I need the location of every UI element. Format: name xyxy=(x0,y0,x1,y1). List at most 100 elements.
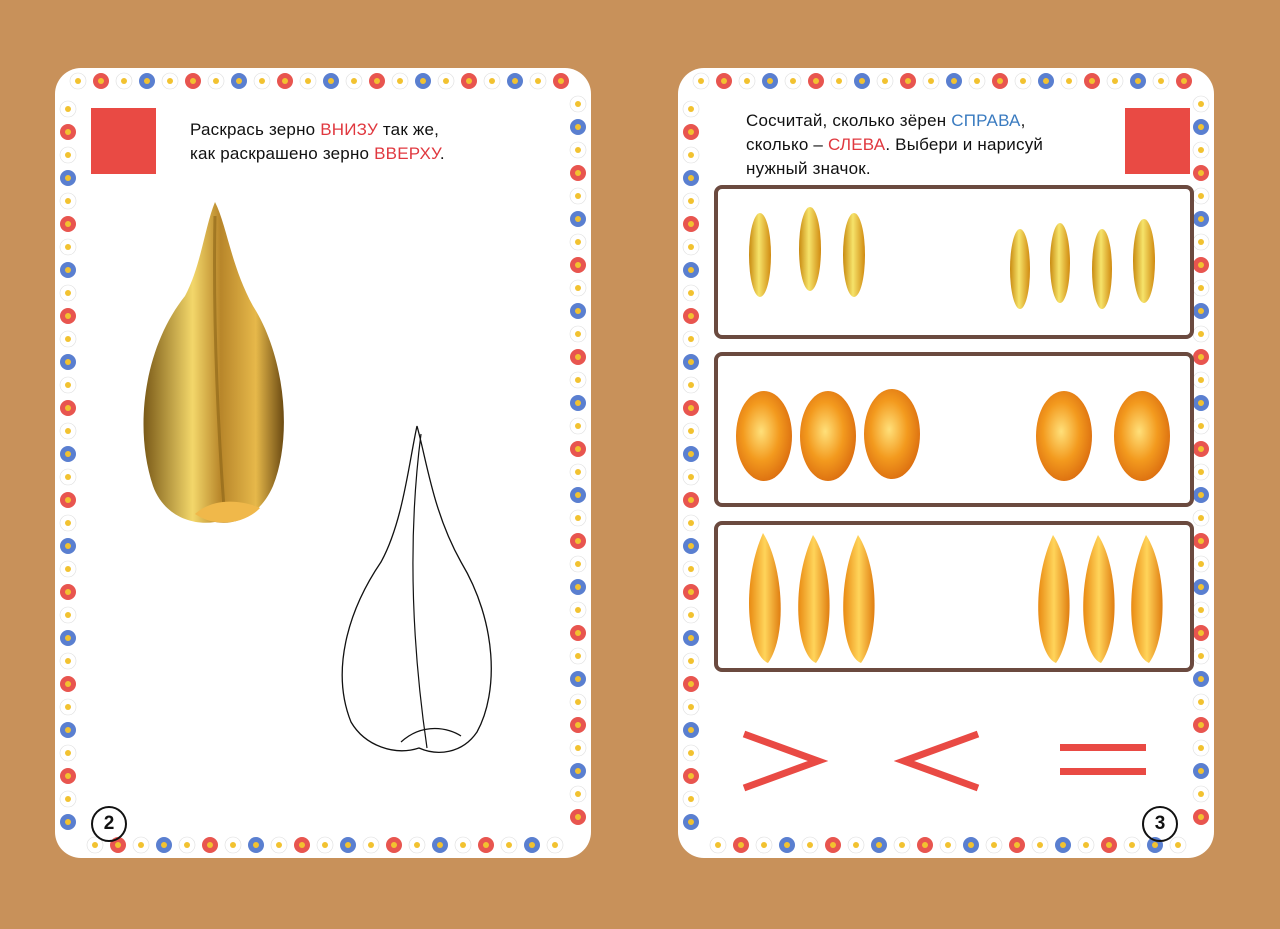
flower-icon xyxy=(683,676,699,692)
flower-icon xyxy=(569,233,587,251)
flower-icon xyxy=(59,744,77,762)
flower-icon xyxy=(569,785,587,803)
flower-icon xyxy=(683,630,699,646)
flower-icon xyxy=(1038,73,1054,89)
flower-icon xyxy=(437,72,455,90)
flower-icon xyxy=(60,354,76,370)
flower-icon xyxy=(60,400,76,416)
flower-icon xyxy=(716,73,732,89)
flower-icon xyxy=(569,141,587,159)
flower-icon xyxy=(59,100,77,118)
slender-yellow-grain-icon xyxy=(749,207,1155,309)
flower-icon xyxy=(1193,533,1209,549)
flower-icon xyxy=(59,238,77,256)
long-orange-grain-icon xyxy=(749,533,1163,663)
left-page-content: Раскрась зерно ВНИЗУ так же, как раскраш… xyxy=(79,92,567,842)
flower-icon xyxy=(1060,72,1078,90)
flower-icon xyxy=(569,417,587,435)
instruction-text: как раскрашено зерно xyxy=(190,144,375,163)
flower-icon xyxy=(682,238,700,256)
flower-icon xyxy=(60,446,76,462)
flower-icon xyxy=(1106,72,1124,90)
flower-icon xyxy=(871,837,887,853)
greater-than-icon[interactable] xyxy=(738,728,828,794)
flower-icon xyxy=(60,584,76,600)
grain-row-2-art xyxy=(736,389,1170,481)
flower-icon xyxy=(1193,395,1209,411)
flower-icon xyxy=(461,73,477,89)
flower-icon xyxy=(202,837,218,853)
flower-icon xyxy=(93,73,109,89)
flower-icon xyxy=(1031,836,1049,854)
flower-icon xyxy=(454,836,472,854)
flower-icon xyxy=(1193,303,1209,319)
flower-icon xyxy=(1192,509,1210,527)
flower-icon xyxy=(569,601,587,619)
flower-icon xyxy=(1193,211,1209,227)
flower-icon xyxy=(60,216,76,232)
flower-icon xyxy=(59,606,77,624)
flower-icon xyxy=(1193,579,1209,595)
flower-icon xyxy=(682,744,700,762)
flower-icon xyxy=(1192,417,1210,435)
flower-icon xyxy=(682,284,700,302)
flower-icon xyxy=(570,763,586,779)
flower-icon xyxy=(683,400,699,416)
flower-icon xyxy=(692,72,710,90)
flower-icon xyxy=(570,671,586,687)
instruction-highlight: ВВЕРХУ xyxy=(374,144,440,163)
flower-icon xyxy=(270,836,288,854)
less-than-icon[interactable] xyxy=(894,728,984,794)
flower-icon xyxy=(415,73,431,89)
flower-icon xyxy=(248,837,264,853)
flower-icon xyxy=(340,837,356,853)
red-square-marker xyxy=(91,108,156,174)
left-instruction: Раскрась зерно ВНИЗУ так же, как раскраш… xyxy=(190,118,445,166)
instruction-text: Сосчитай, сколько зёрен xyxy=(746,111,952,130)
flower-icon xyxy=(59,284,77,302)
flower-icon xyxy=(808,73,824,89)
flower-icon xyxy=(1192,647,1210,665)
outline-grain-icon[interactable] xyxy=(337,422,502,757)
flower-icon xyxy=(682,514,700,532)
flower-icon xyxy=(682,192,700,210)
flower-icon xyxy=(683,124,699,140)
left-page: Раскрась зерно ВНИЗУ так же, как раскраш… xyxy=(55,68,591,858)
flower-icon xyxy=(1192,141,1210,159)
flower-icon xyxy=(569,95,587,113)
flower-icon xyxy=(1193,349,1209,365)
flower-icon xyxy=(709,836,727,854)
flower-icon xyxy=(60,124,76,140)
equals-icon[interactable] xyxy=(1058,738,1148,784)
flower-icon xyxy=(963,837,979,853)
flower-icon xyxy=(570,717,586,733)
flower-icon xyxy=(682,698,700,716)
instruction-text: Раскрась зерно xyxy=(190,120,321,139)
flower-icon xyxy=(683,584,699,600)
instruction-text: сколько – xyxy=(746,135,828,154)
flower-icon xyxy=(1101,837,1117,853)
flower-icon xyxy=(1192,601,1210,619)
flower-icon xyxy=(570,441,586,457)
grain-row-3-art xyxy=(749,533,1163,663)
flower-icon xyxy=(59,192,77,210)
page-number: 3 xyxy=(1142,806,1178,842)
flower-icon xyxy=(900,73,916,89)
colored-grain-icon xyxy=(143,202,284,523)
flower-icon xyxy=(946,73,962,89)
flower-icon xyxy=(1077,836,1095,854)
flower-icon xyxy=(939,836,957,854)
flower-icon xyxy=(500,836,518,854)
flower-icon xyxy=(682,330,700,348)
flower-icon xyxy=(231,73,247,89)
flower-icon xyxy=(992,73,1008,89)
flower-icon xyxy=(478,837,494,853)
flower-icon xyxy=(1169,836,1187,854)
flower-icon xyxy=(683,308,699,324)
flower-icon xyxy=(277,73,293,89)
instruction-highlight-blue: СПРАВА xyxy=(951,111,1021,130)
flower-icon xyxy=(391,72,409,90)
flower-icon xyxy=(59,146,77,164)
flower-icon xyxy=(801,836,819,854)
flower-icon xyxy=(1192,739,1210,757)
